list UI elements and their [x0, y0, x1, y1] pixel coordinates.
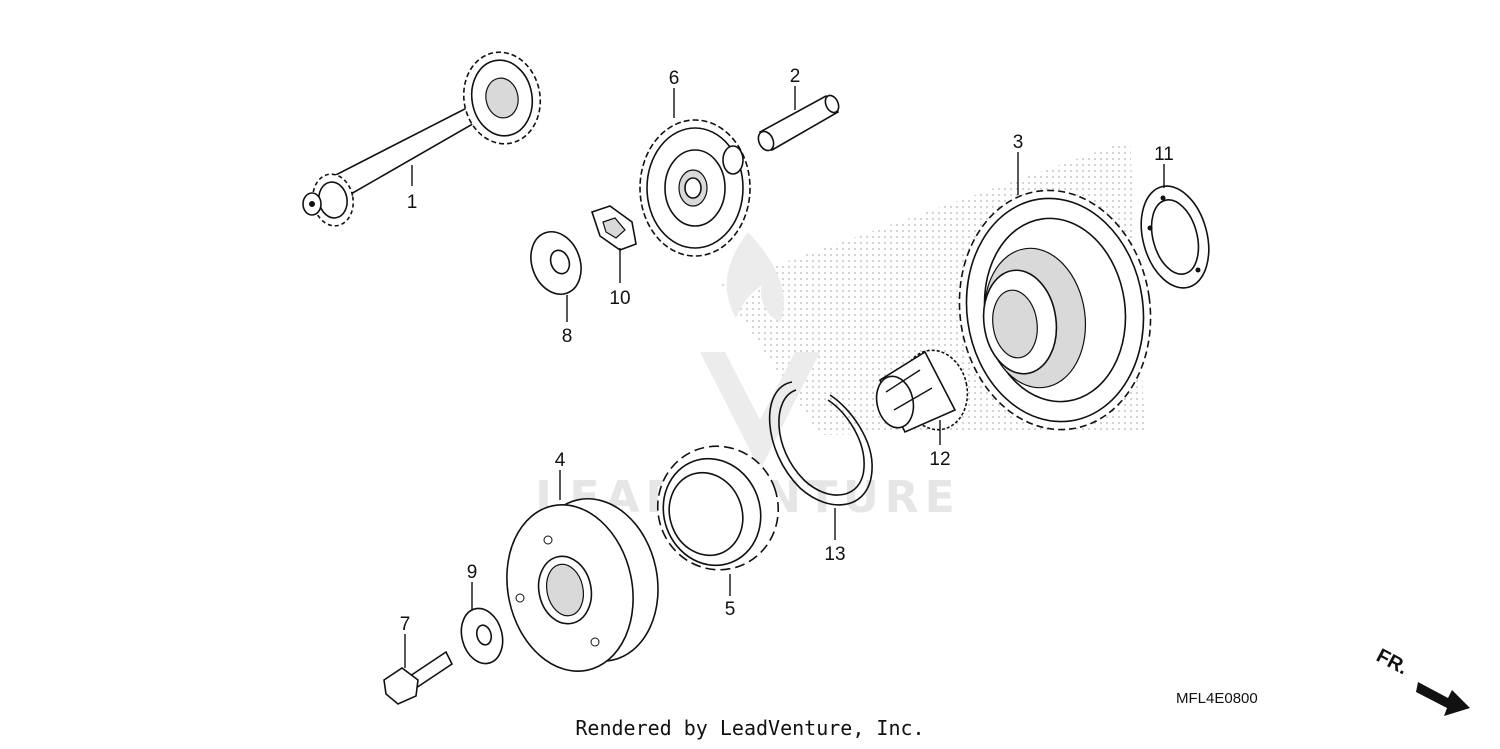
part-13-snap-ring	[768, 381, 873, 506]
part-3-starter-gear	[958, 189, 1152, 431]
part-8-washer	[530, 231, 582, 295]
callout-8: 8	[562, 326, 573, 347]
callout-labels: 1 2 3 4 5 6 7 8 9 10 11 12 13	[400, 66, 1174, 635]
part-9-washer	[460, 607, 504, 665]
diagram-code: MFL4E0800	[1176, 690, 1258, 707]
callout-6: 6	[669, 68, 680, 89]
callout-1: 1	[407, 192, 418, 213]
part-5-one-way-clutch	[656, 445, 780, 571]
footer-credit: Rendered by LeadVenture, Inc.	[575, 716, 925, 740]
callout-10: 10	[609, 288, 630, 309]
callout-5: 5	[725, 599, 736, 620]
callout-13: 13	[824, 544, 845, 565]
callout-12: 12	[929, 449, 950, 470]
part-6-idler-gear	[639, 119, 751, 257]
part-12-needle-bearing	[875, 349, 969, 434]
part-1-shaft	[302, 51, 542, 227]
part-11-washer	[1140, 185, 1210, 289]
part-4-clutch-outer	[506, 497, 659, 672]
callout-11: 11	[1154, 144, 1174, 165]
callout-7: 7	[400, 614, 411, 635]
callout-3: 3	[1013, 132, 1024, 153]
front-direction-arrow-icon	[1416, 682, 1470, 716]
front-direction-indicator: FR.	[1373, 645, 1470, 716]
callout-2: 2	[790, 66, 801, 87]
callout-4: 4	[555, 450, 566, 471]
front-direction-label: FR.	[1373, 645, 1412, 680]
callout-9: 9	[467, 562, 478, 583]
leadventure-flame-logo	[726, 232, 785, 322]
part-2-pin	[757, 94, 840, 152]
part-7-bolt	[383, 650, 454, 705]
part-10-lock-plate	[590, 205, 637, 251]
leader-lines	[404, 86, 1165, 668]
